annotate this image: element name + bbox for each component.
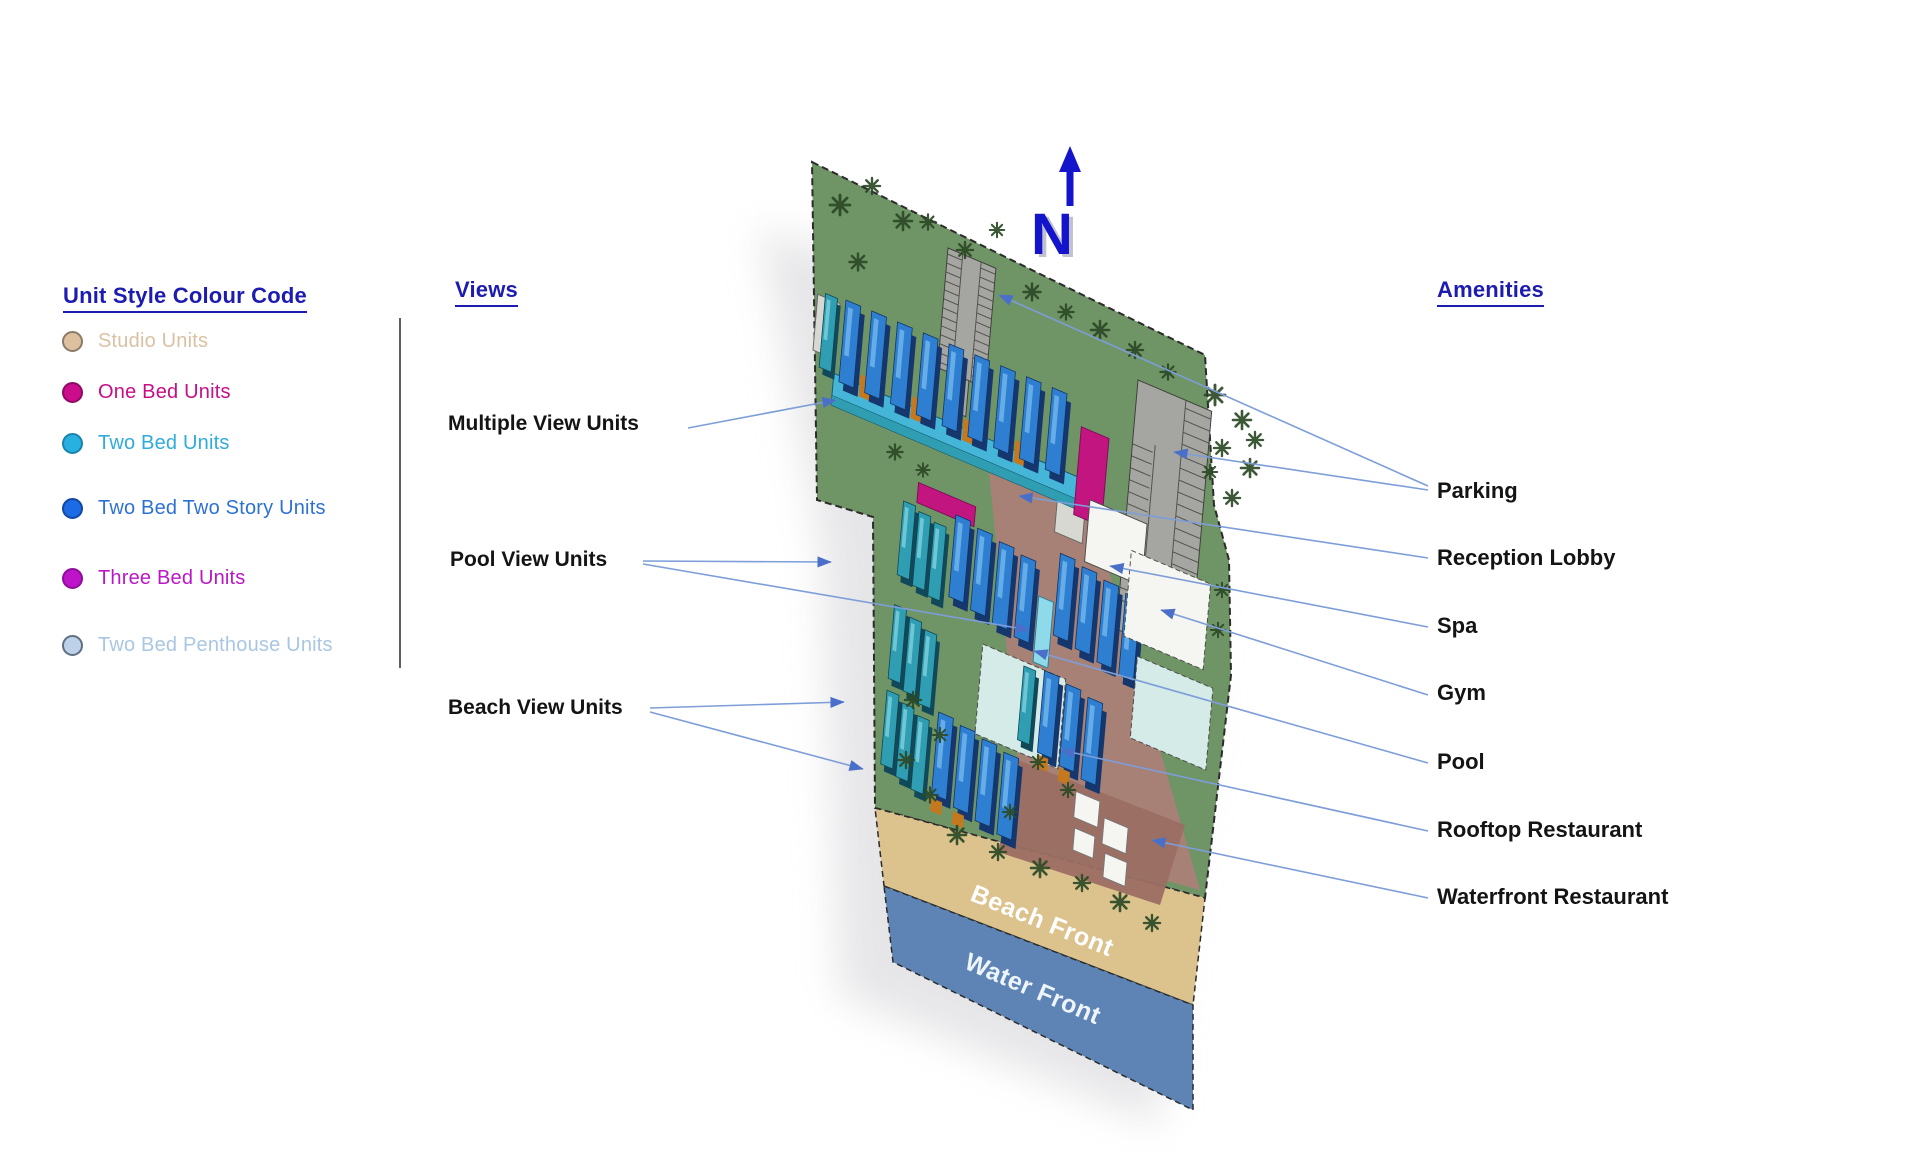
legend-item-two-bed-two-story: Two Bed Two Story Units: [62, 497, 326, 520]
three-bed-dot-icon: [62, 568, 83, 589]
waterfront-terrace: [998, 760, 1185, 905]
penthouse-dot-icon: [62, 635, 83, 656]
line-pool-view-2: [642, 563, 1030, 634]
legend-title: Unit Style Colour Code: [63, 283, 307, 313]
amenity-label-gym: Gym: [1437, 680, 1486, 705]
legend-item-two-bed: Two Bed Units: [62, 432, 230, 455]
one-bed-dot-icon: [62, 382, 83, 403]
legend-item-studio: Studio Units: [62, 330, 208, 353]
legend-item-label: Studio Units: [98, 330, 209, 352]
legend-item-label: One Bed Units: [98, 381, 231, 403]
line-rooftop: [1060, 747, 1429, 832]
amenity-label-pool: Pool: [1437, 749, 1485, 774]
amenity-label-reception: Reception Lobby: [1437, 545, 1616, 570]
beach-band: [874, 806, 1206, 1007]
line-multiple-view: [687, 397, 837, 429]
building-row-north: [812, 292, 1110, 527]
views-title: Views: [455, 277, 518, 307]
line-pool-view-1: [642, 556, 832, 568]
amenity-label-parking: Parking: [1437, 478, 1518, 503]
legend-item-label: Three Bed Units: [98, 567, 246, 589]
view-label-beach: Beach View Units: [448, 696, 623, 719]
amenity-label-waterfront: Waterfront Restaurant: [1437, 884, 1669, 909]
line-gym: [1160, 608, 1429, 696]
north-label: N: [1031, 202, 1073, 267]
legend-item-label: Two Bed Two Story Units: [98, 497, 326, 519]
two-bed-two-story-dot-icon: [62, 498, 83, 519]
line-parking-2: [1173, 448, 1429, 491]
line-parking-1: [998, 294, 1429, 487]
annotation-lines: [642, 294, 1429, 899]
line-beach-view-2: [649, 711, 864, 771]
legend-item-penthouse: Two Bed Penthouse Units: [62, 634, 333, 657]
north-arrow-icon: N N: [1031, 146, 1081, 270]
amenity-label-spa: Spa: [1437, 613, 1478, 638]
line-spa: [1109, 563, 1429, 628]
legend-item-three-bed: Three Bed Units: [62, 567, 246, 590]
view-label-multiple: Multiple View Units: [448, 412, 639, 435]
water-band: [883, 884, 1194, 1112]
studio-dot-icon: [62, 331, 83, 352]
line-reception: [1018, 492, 1429, 559]
view-label-pool: Pool View Units: [450, 548, 608, 571]
line-beach-view-1: [649, 696, 845, 709]
two-bed-dot-icon: [62, 433, 83, 454]
legend-item-label: Two Bed Units: [98, 432, 230, 454]
svg-text:N: N: [1035, 205, 1077, 270]
legend-item-label: Two Bed Penthouse Units: [98, 634, 333, 656]
amenity-label-rooftop: Rooftop Restaurant: [1437, 817, 1643, 842]
legend-item-one-bed: One Bed Units: [62, 381, 231, 404]
amenities-title: Amenities: [1437, 277, 1544, 307]
legend-divider: [399, 318, 401, 668]
line-pool: [1033, 649, 1429, 764]
line-waterfront: [1151, 837, 1429, 899]
